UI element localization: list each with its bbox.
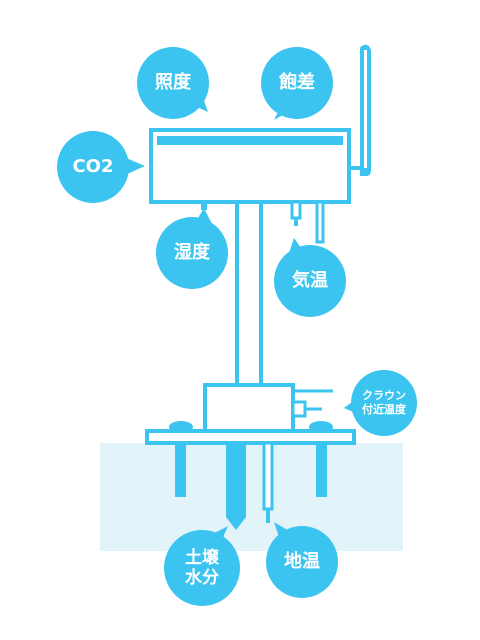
side-rod xyxy=(315,200,325,244)
crown-sensor-plug xyxy=(291,400,307,418)
ground-temperature-bubble: 地温 xyxy=(266,526,338,598)
pole xyxy=(235,200,263,387)
air-temperature-bubble: 気温 xyxy=(274,245,346,317)
saturation-deficit-bubble: 飽差 xyxy=(261,47,333,119)
saturation-deficit-label: 飽差 xyxy=(279,72,315,93)
soil-moisture-label: 土壌 水分 xyxy=(185,548,219,588)
base-plate xyxy=(145,429,356,445)
air-temperature-label: 気温 xyxy=(292,270,328,291)
soil-area xyxy=(100,443,403,551)
illuminance-bubble: 照度 xyxy=(137,47,209,119)
bolt-cap-right xyxy=(309,421,333,433)
stake-right xyxy=(316,443,327,497)
humidity-sensor-tip xyxy=(201,202,207,210)
soil-moisture-bubble: 土壌 水分 xyxy=(164,530,240,606)
logger-box-band xyxy=(157,136,343,145)
soil-moisture-probe xyxy=(226,443,246,530)
antenna-inner xyxy=(364,50,367,168)
ground-temperature-label: 地温 xyxy=(284,551,320,572)
bolt-cap-left xyxy=(169,421,193,433)
lower-box xyxy=(203,383,295,433)
illuminance-label: 照度 xyxy=(155,72,191,93)
ground-temp-probe-tip xyxy=(266,509,270,523)
ground-temp-probe xyxy=(262,441,274,511)
co2-bubble: CO2 xyxy=(57,131,129,203)
humidity-label: 湿度 xyxy=(174,242,210,263)
crown-temperature-label: クラウン 付近温度 xyxy=(362,389,406,416)
air-temp-probe xyxy=(290,200,302,220)
air-temp-probe-tip xyxy=(294,218,298,226)
stake-left xyxy=(175,443,186,497)
humidity-bubble: 湿度 xyxy=(156,217,228,289)
crown-temperature-bubble: クラウン 付近温度 xyxy=(351,370,417,436)
co2-label: CO2 xyxy=(72,156,114,177)
